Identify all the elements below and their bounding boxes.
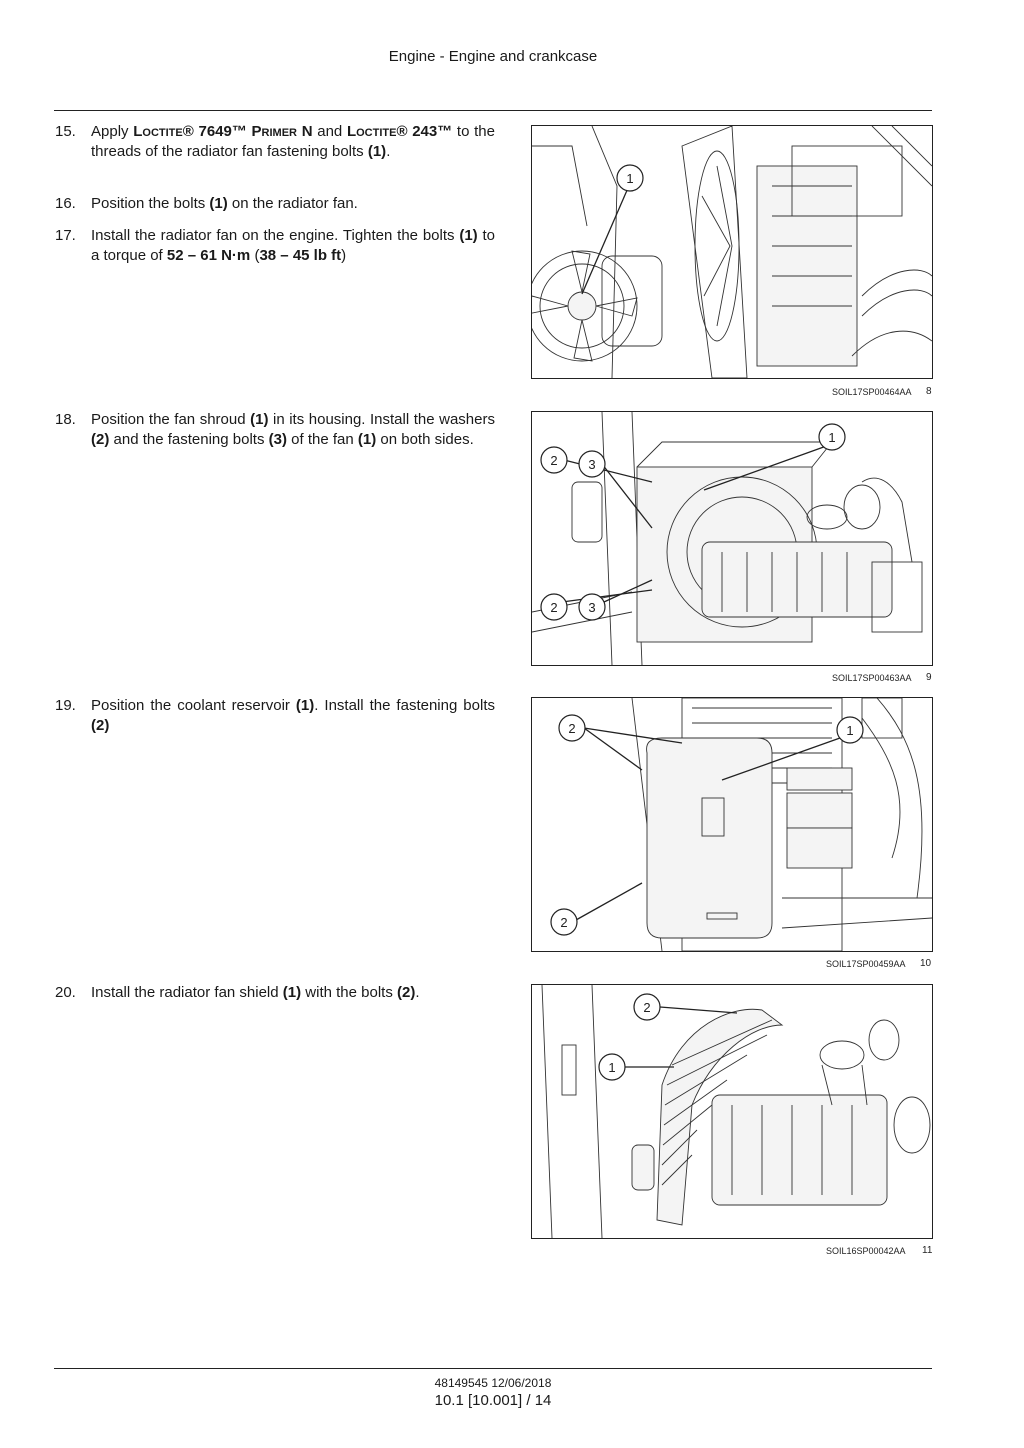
callout-1: 1 xyxy=(818,423,846,451)
callout-leader xyxy=(583,727,683,744)
callout-leader xyxy=(581,187,629,295)
figure-10-coolant-reservoir-illustration: 2 1 2 xyxy=(531,697,933,952)
step-text: Position the bolts (1) on the radiator f… xyxy=(91,195,358,212)
step-text: Install the radiator fan shield (1) with… xyxy=(91,984,420,1001)
figure-number: 10 xyxy=(920,958,932,969)
step-text: Position the coolant reservoir (1). Inst… xyxy=(91,697,495,734)
torque-value-imperial: 38 – 45 lb ft xyxy=(259,247,342,264)
step-number: 17. xyxy=(55,227,76,244)
shroud-drawing xyxy=(532,412,923,665)
header-rule xyxy=(54,110,932,111)
callout-leader xyxy=(575,882,643,921)
step-number: 16. xyxy=(55,195,76,212)
step-19: 19. Position the coolant reservoir (1). … xyxy=(55,696,495,736)
step-20: 20. Install the radiator fan shield (1) … xyxy=(55,983,495,1003)
figure-code: SOIL17SP00464AA xyxy=(832,387,912,397)
figure-code: SOIL16SP00042AA xyxy=(826,1246,906,1256)
step-number: 15. xyxy=(55,123,76,140)
figure-8-radiator-fan-illustration: 1 xyxy=(531,125,933,379)
callout-2: 2 xyxy=(550,908,578,936)
figure-number: 8 xyxy=(926,386,932,397)
item-ref: (1) xyxy=(282,984,302,1001)
reservoir-drawing xyxy=(631,698,932,951)
svg-text:2: 2 xyxy=(643,1000,650,1015)
figure-number: 9 xyxy=(926,672,932,683)
item-ref: (2) xyxy=(397,984,416,1001)
svg-text:2: 2 xyxy=(550,453,557,468)
callout-2: 2 xyxy=(633,993,661,1021)
svg-text:1: 1 xyxy=(846,723,853,738)
callout-leader xyxy=(583,727,643,771)
figure-code: SOIL17SP00459AA xyxy=(826,959,906,969)
svg-text:2: 2 xyxy=(550,600,557,615)
callout-2: 2 xyxy=(558,714,586,742)
torque-value: 52 – 61 N·m xyxy=(166,247,251,264)
item-ref: (1) xyxy=(459,227,478,244)
fan-shield-drawing xyxy=(541,985,931,1238)
step-15: 15. Apply Loctite® 7649™ Primer N and Lo… xyxy=(55,122,495,162)
callout-leader xyxy=(721,737,841,781)
svg-text:2: 2 xyxy=(568,721,575,736)
document-id: 48149545 12/06/2018 xyxy=(434,1376,552,1390)
step-text: Position the fan shroud (1) in its housi… xyxy=(91,411,495,448)
step-number: 18. xyxy=(55,411,76,428)
step-17: 17. Install the radiator fan on the engi… xyxy=(55,226,495,266)
figure-11-fan-shield-illustration: 2 1 xyxy=(531,984,933,1239)
footer-rule xyxy=(54,1368,932,1369)
fan-drawing xyxy=(532,126,932,378)
callout-leader xyxy=(561,589,653,603)
item-ref: (1) xyxy=(209,195,228,212)
svg-text:1: 1 xyxy=(626,171,633,186)
item-ref: (1) xyxy=(295,697,315,714)
callout-3: 3 xyxy=(578,450,606,478)
page-reference: 10.1 [10.001] / 14 xyxy=(434,1392,552,1409)
figure-9-fan-shroud-illustration: 1 2 3 2 3 xyxy=(531,411,933,666)
callout-leader xyxy=(601,463,653,529)
step-text: Install the radiator fan on the engine. … xyxy=(91,227,495,264)
callout-3: 3 xyxy=(578,593,606,621)
svg-text:1: 1 xyxy=(608,1060,615,1075)
callout-2: 2 xyxy=(540,593,568,621)
item-ref: (1) xyxy=(367,143,387,160)
item-ref: (2) xyxy=(91,431,110,448)
svg-text:3: 3 xyxy=(588,600,595,615)
callout-2: 2 xyxy=(540,446,568,474)
callout-1: 1 xyxy=(836,716,864,744)
callout-leader xyxy=(659,1006,738,1014)
step-18: 18. Position the fan shroud (1) in its h… xyxy=(55,410,495,450)
product-name: Loctite® 243™ xyxy=(346,123,453,140)
step-number: 20. xyxy=(55,984,76,1001)
product-name: Loctite® 7649™ Primer N xyxy=(133,123,313,140)
callout-1: 1 xyxy=(598,1053,626,1081)
item-ref: (3) xyxy=(268,431,287,448)
step-number: 19. xyxy=(55,697,76,714)
svg-text:3: 3 xyxy=(588,457,595,472)
callout-1: 1 xyxy=(616,164,644,192)
page-header: Engine - Engine and crankcase xyxy=(388,48,598,65)
item-ref: (2) xyxy=(91,717,110,734)
item-ref: (1) xyxy=(250,411,269,428)
step-16: 16. Position the bolts (1) on the radiat… xyxy=(55,194,495,214)
figure-code: SOIL17SP00463AA xyxy=(832,673,912,683)
svg-text:2: 2 xyxy=(560,915,567,930)
callout-leader xyxy=(703,443,833,491)
step-text: Apply Loctite® 7649™ Primer N and Loctit… xyxy=(91,123,495,160)
svg-text:1: 1 xyxy=(828,430,835,445)
callout-leader xyxy=(603,579,653,603)
figure-number: 11 xyxy=(922,1245,933,1256)
item-ref: (1) xyxy=(357,431,377,448)
